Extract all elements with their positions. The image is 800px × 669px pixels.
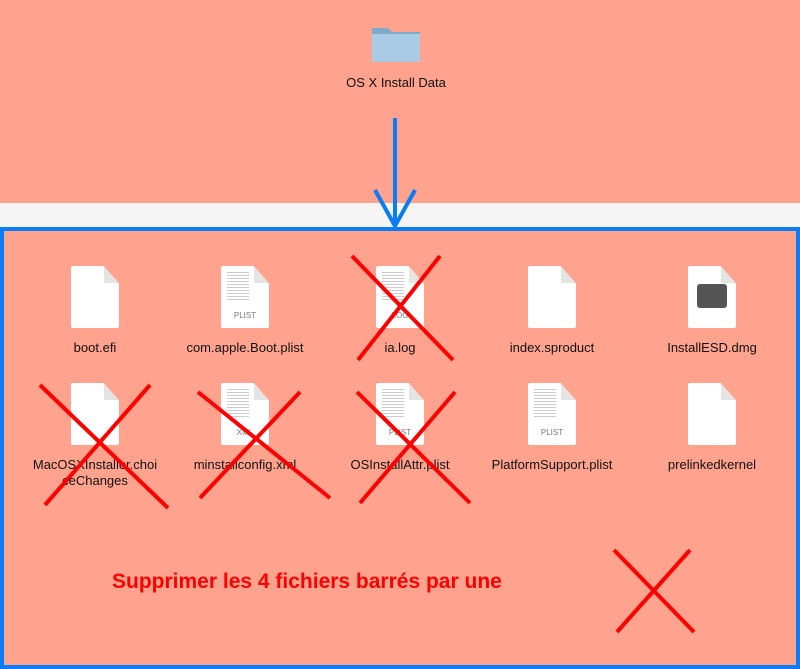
file-item[interactable]: PLIST OSInstallAttr.plist bbox=[325, 383, 475, 473]
file-preview bbox=[227, 272, 249, 302]
file-item[interactable]: XML minstallconfig.xml bbox=[170, 383, 320, 473]
file-icon: XML bbox=[221, 383, 269, 445]
file-name: com.apple.Boot.plist bbox=[186, 340, 304, 355]
file-item[interactable]: PLIST com.apple.Boot.plist bbox=[170, 266, 320, 356]
instruction-text: Supprimer les 4 fichiers barrés par une bbox=[112, 570, 502, 593]
file-item[interactable]: index.sproduct bbox=[477, 266, 627, 356]
file-type-tag: LOG bbox=[391, 311, 409, 320]
file-icon: LOG bbox=[376, 266, 424, 328]
file-icon bbox=[71, 266, 119, 328]
file-icon: PLIST bbox=[528, 383, 576, 445]
file-icon bbox=[71, 383, 119, 445]
file-item[interactable]: LOG ia.log bbox=[325, 266, 475, 356]
file-icon: PLIST bbox=[221, 266, 269, 328]
file-name: prelinkedkernel bbox=[667, 457, 757, 472]
file-item[interactable]: prelinkedkernel bbox=[637, 383, 787, 473]
window-divider bbox=[0, 203, 800, 229]
file-type-tag: PLIST bbox=[233, 311, 257, 320]
file-name: boot.efi bbox=[73, 340, 117, 355]
file-preview bbox=[382, 389, 404, 419]
file-name: index.sproduct bbox=[509, 340, 595, 355]
file-icon: PLIST bbox=[376, 383, 424, 445]
file-name: minstallconfig.xml bbox=[193, 457, 297, 472]
file-name: ia.log bbox=[384, 340, 416, 355]
file-preview bbox=[382, 272, 404, 302]
disk-image-icon bbox=[697, 284, 727, 308]
folder-label[interactable]: OS X Install Data bbox=[346, 75, 446, 90]
file-item[interactable]: InstallESD.dmg bbox=[637, 266, 787, 356]
folder-icon[interactable] bbox=[370, 24, 422, 64]
file-type-tag: PLIST bbox=[388, 428, 412, 437]
file-name: MacOSXInstaller.choiceChanges bbox=[32, 457, 158, 488]
file-icon bbox=[528, 266, 576, 328]
file-name: InstallESD.dmg bbox=[667, 340, 757, 355]
file-icon bbox=[688, 383, 736, 445]
file-preview bbox=[534, 389, 556, 419]
file-item[interactable]: boot.efi bbox=[20, 266, 170, 356]
file-preview bbox=[227, 389, 249, 419]
file-type-tag: PLIST bbox=[540, 428, 564, 437]
file-type-tag: XML bbox=[236, 428, 254, 437]
file-name: OSInstallAttr.plist bbox=[350, 457, 450, 472]
file-item[interactable]: MacOSXInstaller.choiceChanges bbox=[20, 383, 170, 489]
file-item[interactable]: PLIST PlatformSupport.plist bbox=[477, 383, 627, 473]
file-icon bbox=[688, 266, 736, 328]
file-name: PlatformSupport.plist bbox=[491, 457, 613, 472]
